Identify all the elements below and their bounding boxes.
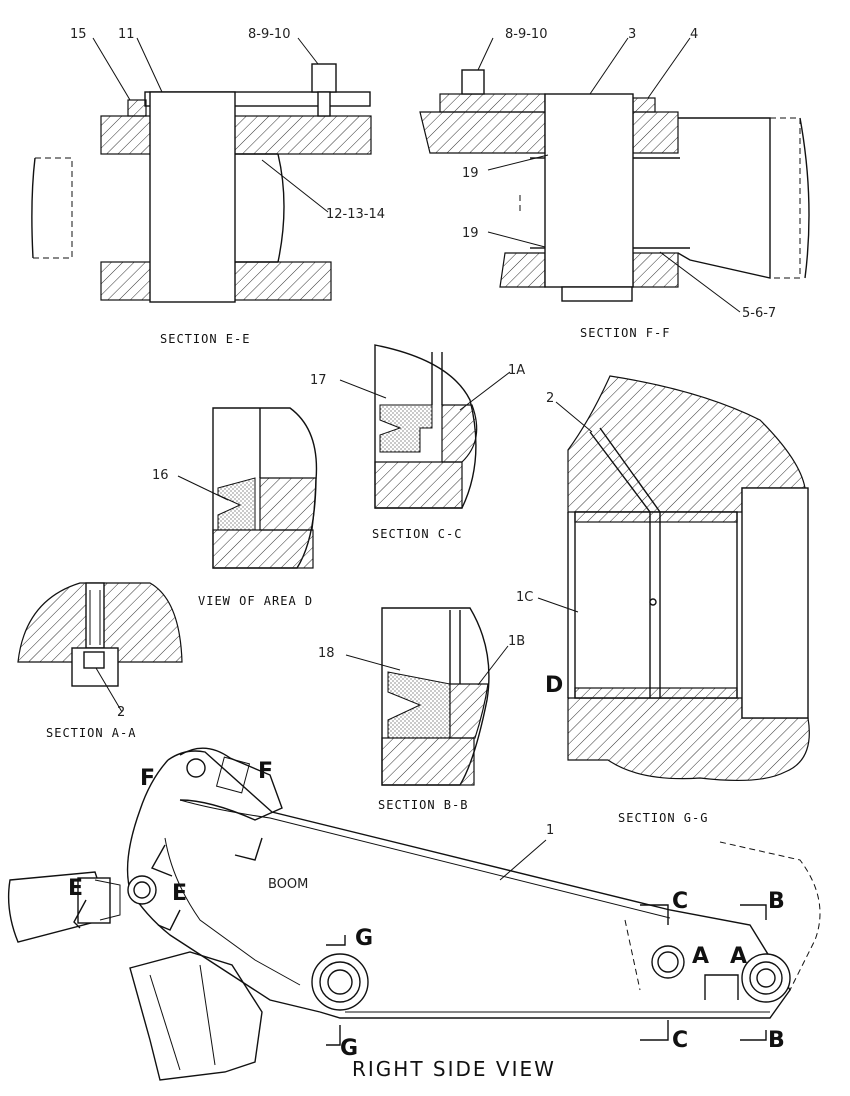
cut-marker-a-right: A bbox=[730, 944, 747, 969]
label-19-upper: 19 bbox=[462, 166, 479, 181]
caption-section-g-g: SECTION G-G bbox=[618, 811, 708, 825]
label-1a: 1A bbox=[508, 363, 525, 378]
cut-marker-g-top: G bbox=[355, 926, 373, 951]
caption-section-c-c: SECTION C-C bbox=[372, 527, 462, 541]
label-2-gg: 2 bbox=[546, 391, 554, 406]
label-16: 16 bbox=[152, 468, 169, 483]
label-12-13-14: 12-13-14 bbox=[326, 207, 385, 222]
caption-section-a-a: SECTION A-A bbox=[46, 726, 136, 740]
cut-marker-e-right: E bbox=[172, 881, 187, 906]
cut-marker-c-top: C bbox=[672, 889, 688, 914]
boom-label: BOOM bbox=[268, 877, 308, 892]
label-d-marker: D bbox=[545, 673, 563, 698]
section-c-c: 17 1A SECTION C-C bbox=[310, 344, 525, 541]
section-b-b: 18 1B SECTION B-B bbox=[318, 607, 525, 812]
right-side-view: F F E E G G C C B B A A BOOM 1 RIGHT SID… bbox=[7, 747, 821, 1081]
cut-marker-e-left: E bbox=[68, 876, 83, 901]
label-11: 11 bbox=[118, 27, 135, 42]
cut-marker-g-bottom: G bbox=[340, 1036, 358, 1061]
caption-right-side-view: RIGHT SIDE VIEW bbox=[352, 1057, 556, 1081]
caption-section-f-f: SECTION F-F bbox=[580, 326, 670, 340]
label-8-9-10-ff: 8-9-10 bbox=[505, 27, 547, 42]
label-3: 3 bbox=[628, 27, 636, 42]
view-of-area-d: 16 VIEW OF AREA D bbox=[152, 407, 318, 608]
label-2-aa: 2 bbox=[117, 705, 125, 720]
cut-marker-f-right: F bbox=[258, 759, 273, 784]
label-17: 17 bbox=[310, 373, 327, 388]
label-15: 15 bbox=[70, 27, 87, 42]
label-8-9-10-ee: 8-9-10 bbox=[248, 27, 290, 42]
caption-section-e-e: SECTION E-E bbox=[160, 332, 250, 346]
caption-view-of-area-d: VIEW OF AREA D bbox=[198, 594, 313, 608]
label-1: 1 bbox=[546, 823, 554, 838]
label-18: 18 bbox=[318, 646, 335, 661]
cut-marker-c-bottom: C bbox=[672, 1028, 688, 1053]
section-e-e: 15 11 8-9-10 12-13-14 SECTION E-E bbox=[30, 27, 385, 346]
label-1b: 1B bbox=[508, 634, 525, 649]
caption-section-b-b: SECTION B-B bbox=[378, 798, 468, 812]
section-g-g: 2 1C D SECTION G-G bbox=[516, 375, 810, 825]
cut-marker-a-left: A bbox=[692, 944, 709, 969]
label-4: 4 bbox=[690, 27, 698, 42]
label-5-6-7: 5-6-7 bbox=[742, 306, 776, 321]
cut-marker-f-left: F bbox=[140, 766, 155, 791]
label-19-lower: 19 bbox=[462, 226, 479, 241]
cut-marker-b-bottom: B bbox=[768, 1028, 785, 1053]
section-a-a: 2 SECTION A-A bbox=[17, 582, 183, 740]
label-1c: 1C bbox=[516, 590, 533, 605]
section-f-f: 8-9-10 3 4 19 19 5-6-7 SECTION F-F bbox=[419, 27, 810, 340]
cut-marker-b-top: B bbox=[768, 889, 785, 914]
